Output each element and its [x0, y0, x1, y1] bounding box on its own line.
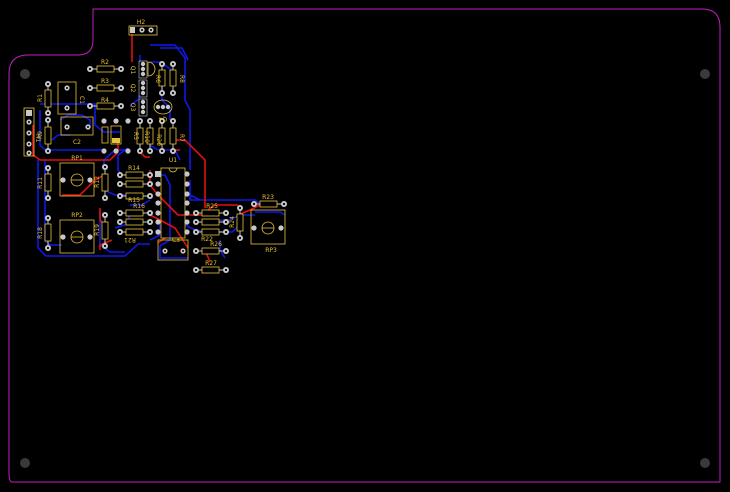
resistor-r3-label: R3 — [101, 78, 109, 85]
resistor-r6-label: R6 — [154, 75, 161, 83]
resistor-r8-label: R8 — [178, 75, 185, 83]
resistor-r6: R6 — [154, 61, 166, 96]
ic-u1-label: U1 — [169, 157, 177, 164]
mounting-hole — [20, 69, 30, 79]
resistor-r21: R21 — [117, 228, 153, 243]
resistor-r26-upper — [193, 218, 229, 226]
resistor-r23-label: R23 — [262, 194, 274, 201]
resistor-r1-label: R1 — [37, 94, 44, 102]
resistor-r22: R22 — [193, 228, 229, 243]
resistor-r12-label: R12 — [94, 176, 101, 188]
trimmer-rp3: RP3 — [250, 209, 286, 254]
header-h2: H2 — [128, 19, 158, 36]
resistor-r24-label: R24 — [229, 216, 236, 228]
resistor-r1: R1 — [37, 81, 52, 116]
resistor-r18: R18 — [37, 215, 52, 251]
resistor-r20-label: R20 — [155, 134, 162, 146]
resistor-r16-label: R16 — [133, 203, 145, 210]
transistor-q3: Q3 — [129, 98, 148, 117]
trimmer-rp1: RP1 — [59, 155, 95, 197]
resistor-r14-label: R14 — [128, 165, 140, 172]
transistor-q1: Q1 — [129, 60, 156, 79]
transistor-q4: Q4 — [153, 99, 173, 122]
resistor-r11-label: R11 — [37, 177, 44, 189]
trimmer-rp1-label: RP1 — [71, 155, 83, 162]
trimmer-rp2-label: RP2 — [71, 212, 83, 219]
resistor-r9: R9 — [37, 117, 52, 154]
resistor-r2: R2 — [87, 59, 124, 73]
resistor-r21-label: R21 — [124, 236, 136, 243]
transistor-q2-label: Q2 — [129, 84, 136, 93]
polarized-capacitor — [101, 118, 131, 154]
resistor-r26-label: R26 — [210, 241, 222, 248]
resistor-r27: R27 — [193, 260, 229, 274]
resistor-r5-label: R5 — [132, 132, 139, 140]
capacitor-c1-label: C1 — [78, 96, 85, 104]
resistor-r14: R14 — [117, 165, 153, 179]
mounting-hole — [700, 69, 710, 79]
resistor-r26: R26 — [193, 241, 229, 255]
resistor-r7: R7 — [169, 118, 185, 154]
resistor-r25-label: R25 — [206, 203, 218, 210]
capacitor-c1: C1 — [57, 81, 85, 115]
transistor-q1-label: Q1 — [129, 66, 136, 75]
header-h2-label: H2 — [137, 19, 146, 26]
resistor-r22-label: R22 — [201, 236, 213, 243]
resistor-r9-label: R9 — [37, 131, 44, 139]
resistor-r17 — [117, 218, 153, 226]
transistor-q4-label: Q4 — [159, 115, 168, 122]
trimmer-rp3-label: RP3 — [265, 247, 277, 254]
resistor-r7-label: R7 — [178, 134, 185, 142]
resistor-r12: R12 — [94, 164, 109, 201]
resistor-r19: R19 — [94, 212, 109, 249]
capacitor-c2: C2 — [60, 116, 94, 146]
capacitor-c3-label: C3 — [172, 237, 180, 244]
trimmer-rp2: RP2 — [59, 212, 95, 254]
transistor-q3-label: Q3 — [129, 103, 136, 112]
resistor-r27-label: R27 — [205, 260, 217, 267]
resistor-r10-label: R10 — [143, 131, 150, 143]
resistor-r2-label: R2 — [101, 59, 109, 66]
resistor-r15: R15 — [117, 192, 153, 204]
resistor-r8: R8 — [169, 61, 185, 96]
resistor-r13 — [117, 180, 153, 188]
ic-u1: U1 — [155, 157, 190, 239]
resistor-r16: R16 — [117, 203, 153, 217]
capacitor-c2-label: C2 — [73, 139, 81, 146]
resistor-r4-label: R4 — [101, 97, 109, 104]
mounting-hole — [700, 458, 710, 468]
resistor-r11: R11 — [37, 165, 52, 201]
mounting-hole — [20, 458, 30, 468]
top-copper-traces — [32, 34, 261, 263]
connector-h1-label: H1 — [34, 134, 41, 143]
resistor-r24: R24 — [229, 205, 244, 241]
capacitor-c3: C3 — [157, 237, 189, 261]
resistor-r4: R4 — [87, 97, 124, 110]
resistor-r3: R3 — [87, 78, 124, 92]
resistor-r18-label: R18 — [37, 227, 44, 239]
transistor-q2: Q2 — [129, 79, 148, 98]
resistor-r10: R10 — [143, 118, 154, 154]
connector-h1: H1 — [23, 107, 41, 157]
resistor-r23: R23 — [251, 194, 287, 208]
resistor-r25: R25 — [193, 203, 229, 217]
resistor-r19-label: R19 — [94, 224, 101, 236]
board-outline — [8, 8, 721, 483]
resistor-r5: R5 — [132, 118, 144, 154]
resistor-r15-label: R15 — [128, 197, 140, 204]
resistor-r20: R20 — [155, 118, 166, 154]
